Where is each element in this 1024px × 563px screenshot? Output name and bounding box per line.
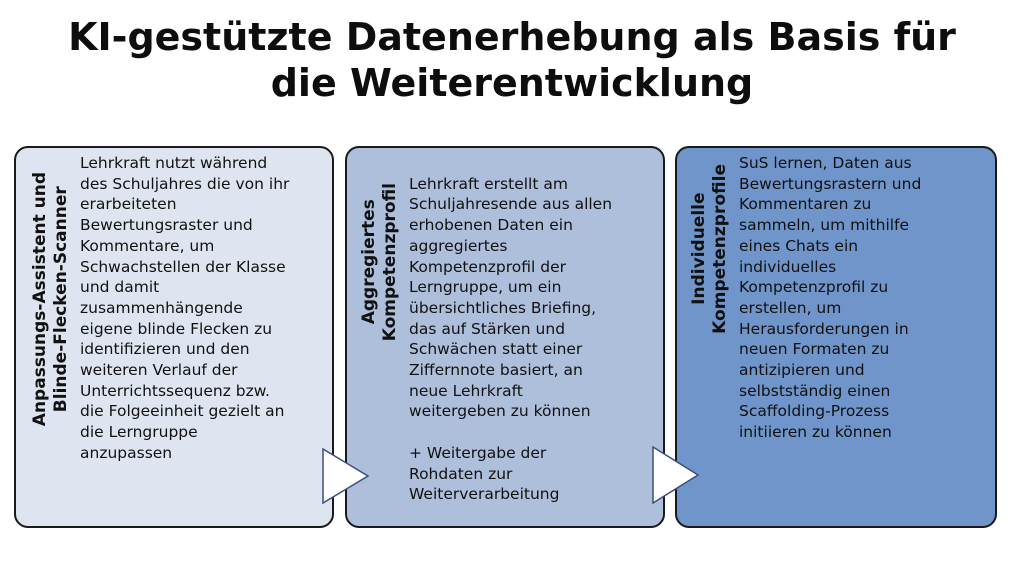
panel-1-description: Lehrkraft nutzt während des Schuljahres … (80, 154, 290, 462)
panel-3-description: SuS lernen, Daten aus Bewertungsrastern … (739, 154, 922, 442)
panel-1-heading-line-2: Blinde-Flecken-Scanner (51, 186, 71, 412)
panel-3-heading: Individuelle Kompetenzprofile (681, 154, 739, 344)
title-line-2: die Weiterentwicklung (270, 61, 754, 105)
panel-3-heading-line-1: Individuelle (689, 192, 709, 306)
panel-2-description-wrap: Lehrkraft erstellt am Schuljahresende au… (409, 153, 655, 526)
panel-1-heading-line-1: Anpassungs-Assistent und (30, 171, 50, 427)
arrow-right-icon (652, 446, 700, 504)
arrow-right-icon (322, 448, 370, 504)
panel-aggregiertes-kompetenzprofil: Aggregiertes Kompetenzprofil Lehrkraft e… (345, 146, 665, 528)
panel-1-heading: Anpassungs-Assistent und Blinde-Flecken-… (22, 156, 80, 442)
panel-2-description: Lehrkraft erstellt am Schuljahresende au… (409, 174, 613, 421)
title-line-1: KI-gestützte Datenerhebung als Basis für (68, 15, 956, 59)
panel-anpassungs-assistent: Anpassungs-Assistent und Blinde-Flecken-… (14, 146, 334, 528)
panel-3-heading-line-2: Kompetenzprofile (710, 164, 730, 334)
page-title: KI-gestützte Datenerhebung als Basis für… (0, 14, 1024, 106)
panel-2-heading-line-2: Kompetenzprofil (380, 182, 400, 342)
panel-2-heading-line-1: Aggregiertes (359, 199, 379, 325)
panel-individuelle-kompetenzprofile: Individuelle Kompetenzprofile SuS lernen… (675, 146, 997, 528)
panel-2-heading: Aggregiertes Kompetenzprofil (351, 152, 409, 372)
panel-2-extra-note: + Weitergabe der Rohdaten zur Weitervera… (409, 443, 560, 504)
